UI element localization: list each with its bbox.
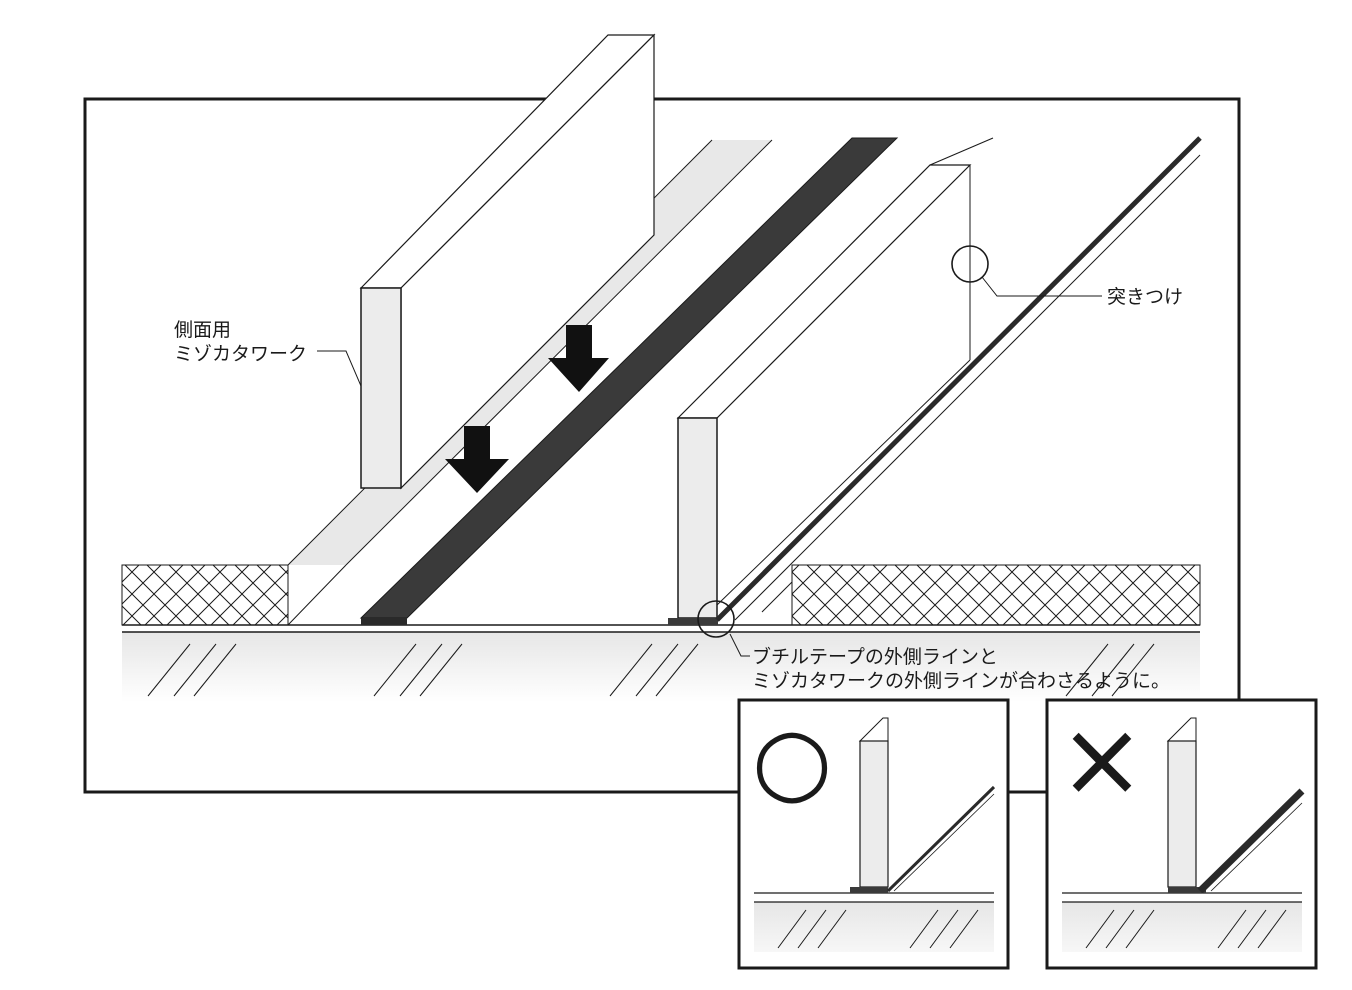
leader-butt-joint — [981, 276, 1102, 297]
tape-line-callout-circle — [697, 600, 735, 638]
butt-joint-label: 突きつけ — [1107, 286, 1183, 308]
side-panel-label-line1: 側面用 — [174, 319, 231, 341]
tape-edge-line — [715, 136, 1202, 622]
butt-joint-callout-circle — [951, 245, 989, 283]
correct-mark: ○ — [752, 707, 832, 814]
instruction-line2: ミゾカタワークの外側ラインが合わさるように。 — [752, 670, 1170, 692]
down-arrow-icon — [548, 325, 609, 392]
leader-instruction — [729, 633, 750, 657]
installed-panel — [668, 137, 994, 625]
hatched-block-right — [791, 564, 1201, 626]
incorrect-mark: × — [1058, 698, 1145, 820]
inset-correct: ○ — [737, 698, 1010, 970]
side-panel-label-line2: ミゾカタワーク — [174, 343, 307, 365]
down-arrow-icon — [445, 426, 509, 493]
side-panel — [359, 33, 656, 490]
hatched-block-left — [121, 564, 289, 626]
instruction-line1: ブチルテープの外側ラインと — [752, 645, 998, 668]
main-frame — [83, 97, 1241, 794]
butyl-tape-base — [361, 618, 407, 625]
tape-edge-parallel — [734, 154, 1201, 621]
leader-side-panel — [317, 350, 362, 387]
inset-incorrect: × — [1045, 698, 1318, 970]
